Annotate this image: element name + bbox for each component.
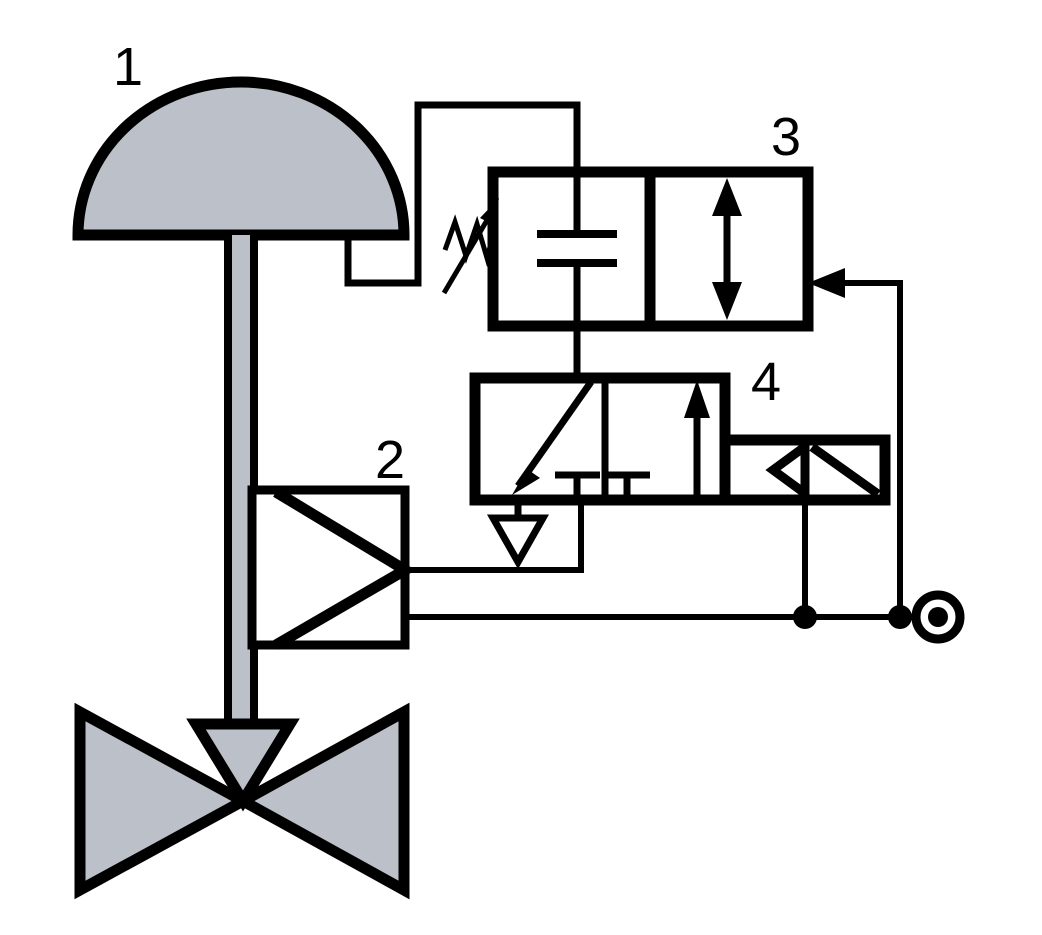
regulator-top-feed-path (344, 101, 581, 287)
solenoid-coil-icon (765, 444, 806, 496)
double-headed-arrow-icon (712, 178, 742, 320)
three-two-solenoid-valve (469, 372, 891, 570)
globe-valve-body (74, 702, 410, 900)
component-label-2: 2 (375, 430, 405, 490)
junction-dot-icon-right (888, 605, 912, 629)
valve4-blocked-port-right (605, 471, 650, 500)
supply-arrow-icon (808, 268, 845, 298)
positioner-box (247, 485, 410, 650)
signal-terminal-icon (911, 590, 965, 644)
valve4-body (469, 372, 731, 506)
signal-wiring (405, 280, 935, 620)
exhaust-triangle-icon (486, 500, 550, 570)
actuator-stem-edge-right (250, 235, 258, 730)
actuator-supply-line (344, 101, 581, 287)
spring-return-icon (809, 443, 881, 498)
component-label-3: 3 (771, 107, 801, 167)
regulator-feedback-line (825, 280, 903, 617)
positioner-to-valve4-line (405, 500, 584, 573)
positioner-amplifier (247, 485, 416, 650)
valve-plug-triangle-icon (186, 718, 300, 812)
diagonal-flow-arrow-icon (512, 379, 594, 495)
junction-dot-icon-left (793, 605, 817, 629)
flow-arrow-up-icon (684, 380, 710, 500)
dome-diaphragm-icon (72, 76, 410, 241)
component-label-4: 4 (751, 352, 781, 412)
valve-body-left-triangle (74, 702, 255, 900)
pressure-regulator-valve (441, 166, 814, 332)
valve4-blocked-port-left (555, 471, 600, 500)
component-label-1: 1 (113, 37, 143, 97)
actuator-stem-edge-left (224, 235, 232, 730)
adjustable-spring-icon (441, 198, 499, 295)
valve-body-right-triangle (231, 702, 410, 900)
